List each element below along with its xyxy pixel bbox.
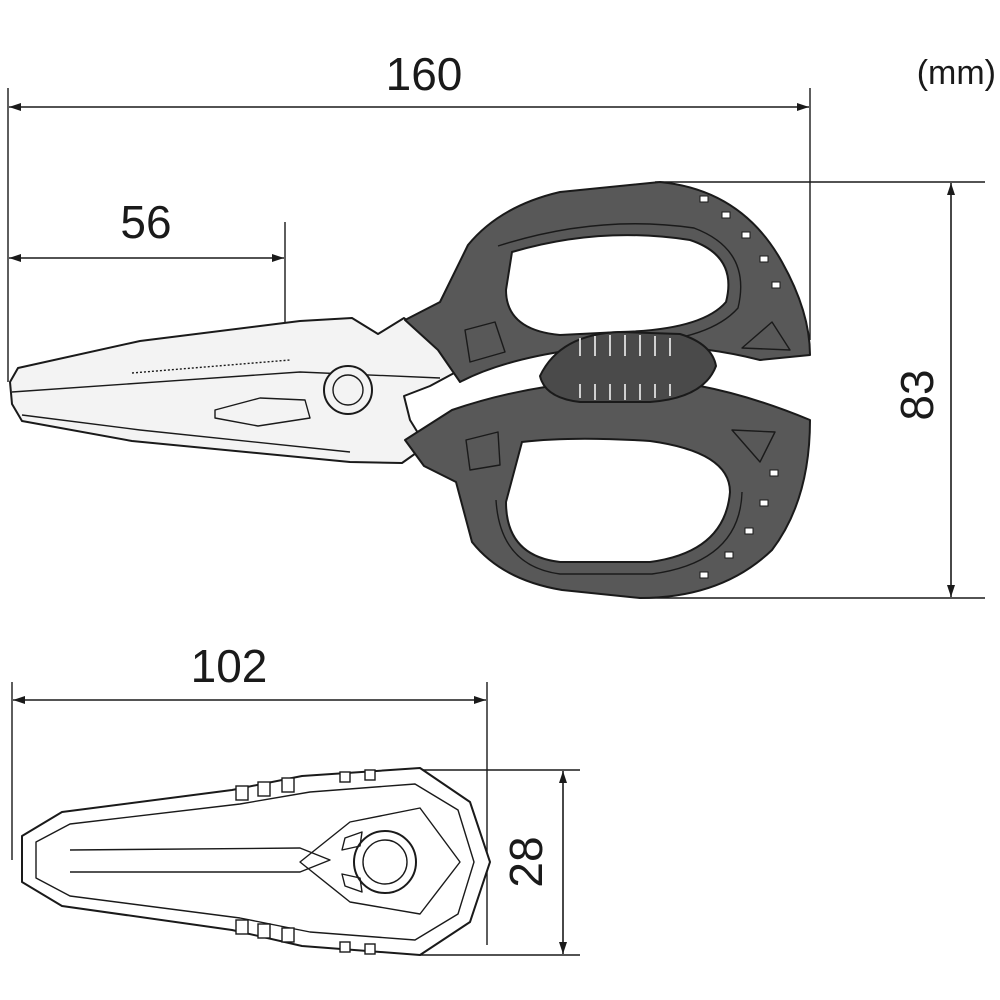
case-body xyxy=(21,767,491,956)
lower-handle-finger-hole xyxy=(504,437,732,563)
case-side-slot-lower xyxy=(341,873,363,893)
scissors-blades xyxy=(9,317,457,464)
blade-spine-line xyxy=(21,414,351,453)
dimension-blade-length: 56 xyxy=(9,196,286,366)
blade-slot xyxy=(214,397,311,427)
pivot-screw-inner xyxy=(332,374,364,406)
case-notches xyxy=(235,769,376,955)
case-inner-outline xyxy=(35,783,475,941)
dimension-label-83: 83 xyxy=(891,369,943,420)
scissors-illustration xyxy=(9,181,811,599)
dimension-handle-height: 83 xyxy=(640,181,985,599)
upper-handle-inner-rim xyxy=(497,223,742,345)
dimension-label-160: 160 xyxy=(386,48,463,100)
upper-handle-slot xyxy=(464,321,506,363)
upper-handle-triangle xyxy=(741,321,791,351)
dimension-label-56: 56 xyxy=(120,196,171,248)
dimension-label-102: 102 xyxy=(191,640,268,692)
blade-edge-line xyxy=(11,371,441,393)
dimension-overall-length: 160 xyxy=(7,48,811,382)
lower-handle-inner-rim xyxy=(495,491,743,575)
dimension-case-thickness: 28 xyxy=(420,769,580,956)
case-side-slot-upper xyxy=(341,831,363,851)
case-chevron xyxy=(299,807,461,915)
dimension-case-length: 102 xyxy=(11,640,488,945)
dimension-label-28: 28 xyxy=(500,836,552,887)
case-center-line xyxy=(69,847,331,873)
case-illustration xyxy=(21,767,491,956)
lower-handle-triangle xyxy=(731,429,776,463)
pivot-screw xyxy=(323,365,373,415)
case-pivot-boss-inner xyxy=(362,839,408,885)
grip-ridges xyxy=(579,335,671,400)
lower-handle-slot xyxy=(465,431,501,471)
upper-handle-finger-hole xyxy=(504,234,730,337)
handle-tread-marks xyxy=(699,195,781,579)
blade-serration xyxy=(131,359,291,374)
unit-label: (mm) xyxy=(917,54,996,92)
